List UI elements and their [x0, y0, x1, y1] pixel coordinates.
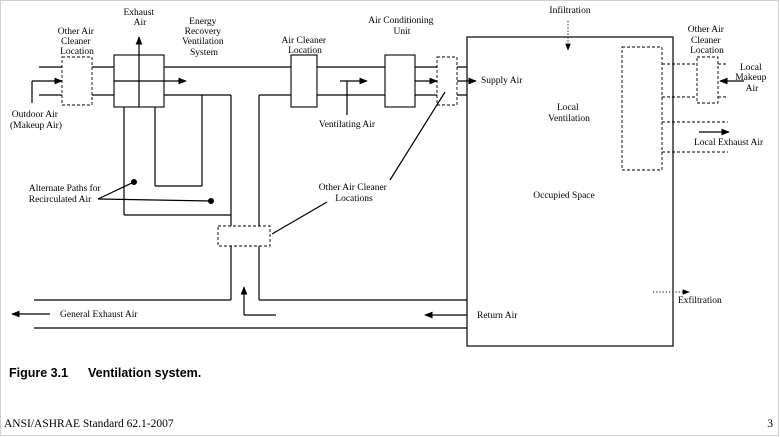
footer-standard: ANSI/ASHRAE Standard 62.1-2007 — [4, 418, 174, 430]
figure-title: Ventilation system. — [88, 366, 202, 380]
local-ventilation-hood — [621, 46, 663, 171]
exhaust-air-label: Exhaust Air — [124, 8, 157, 28]
alt-path-dot-2 — [208, 198, 214, 204]
air-cleaner-dashed-supply — [436, 56, 458, 106]
air-cleaner-dashed-left — [61, 56, 93, 106]
air-cleaner-dashed-right — [696, 56, 719, 104]
air-cleaner-location-label: Air Cleaner Location — [282, 36, 329, 56]
air-cleaner-dashed-return — [217, 225, 271, 247]
return-air-label: Return Air — [477, 311, 518, 321]
alt-path-leader-2 — [97, 198, 212, 202]
figure-number: Figure 3.1 — [9, 366, 69, 380]
air-conditioning-box — [384, 54, 416, 108]
aircleaner-leader-2 — [389, 91, 446, 181]
exfiltration-label: Exfiltration — [678, 295, 722, 306]
general-exhaust-air-label: General Exhaust Air — [60, 310, 138, 320]
alt-path-dot-1 — [131, 179, 137, 185]
air-cleaner-box — [290, 54, 318, 108]
outdoor-air-label: Outdoor Air (Makeup Air) — [10, 110, 62, 131]
other-air-cleaner-right-label: Other Air Cleaner Location — [688, 25, 727, 56]
erv-label: Energy Recovery Ventilation System — [182, 17, 226, 58]
alt-path-leader-1 — [97, 181, 135, 200]
occupied-space-label: Occupied Space — [533, 191, 594, 201]
figure-caption: Figure 3.1 Ventilation system. — [9, 366, 201, 380]
infiltration-label: Infiltration — [549, 5, 590, 16]
other-air-cleaner-locations-label: Other Air Cleaner Locations — [319, 183, 389, 204]
ventilating-air-label: Ventilating Air — [319, 120, 376, 130]
air-conditioning-label: Air Conditioning Unit — [368, 16, 436, 37]
local-exhaust-air-label: Local Exhaust Air — [694, 138, 764, 148]
local-makeup-air-label: Local Makeup Air — [735, 63, 769, 94]
supply-air-label: Supply Air — [481, 76, 523, 86]
occupied-space-room — [466, 36, 674, 347]
other-air-cleaner-left-label: Other Air Cleaner Location — [58, 27, 97, 57]
aircleaner-leader-1 — [271, 201, 328, 235]
footer-page-number: 3 — [767, 418, 773, 430]
local-ventilation-label: Local Ventilation — [548, 103, 590, 124]
alternate-paths-label: Alternate Paths for Recirculated Air — [29, 183, 103, 205]
